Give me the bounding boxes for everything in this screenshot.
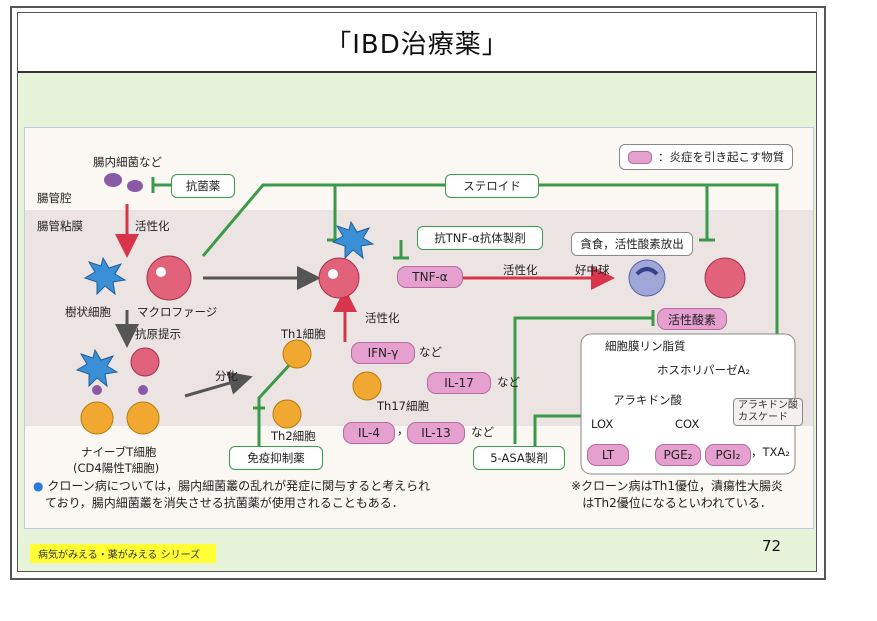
membrane-phospholipid-label: 細胞膜リン脂質 xyxy=(605,339,686,353)
nado-label-3: など xyxy=(471,425,494,439)
antibiotic-box: 抗菌薬 xyxy=(171,174,235,198)
ros-pill: 活性酸素 xyxy=(657,308,727,330)
th1-cell-icon xyxy=(282,339,312,369)
mucosa-label: 腸管粘膜 xyxy=(37,219,83,233)
naive-t-cell-icon xyxy=(80,401,160,435)
th17-label: Th17細胞 xyxy=(377,399,429,413)
bullet-note-line-2: ており，腸内細菌叢を消失させる抗菌薬が使用されることもある． xyxy=(45,496,404,511)
neutrophil-icon xyxy=(628,259,666,297)
cox-label: COX xyxy=(675,417,700,431)
dendritic-cell-label: 樹状細胞 xyxy=(65,305,111,319)
bacteria-label: 腸内細菌など xyxy=(93,155,162,169)
th2-cell-icon xyxy=(272,399,302,429)
th2-label: Th2細胞 xyxy=(271,429,316,443)
dendritic-cell-icon xyxy=(83,256,127,296)
phagocytosis-box: 貪食，活性酸素放出 xyxy=(571,232,693,256)
lt-pill: LT xyxy=(587,444,629,466)
arachidonic-acid-label: アラキドン酸 xyxy=(613,393,682,407)
antigen-presentation-label: 抗原提示 xyxy=(135,327,181,341)
activation-label-1: 活性化 xyxy=(135,219,170,233)
il4-pill: IL-4 xyxy=(343,422,395,444)
activation-label-3: 活性化 xyxy=(503,263,538,277)
bullet-mark: ● xyxy=(33,479,44,493)
macrophage-icon-4 xyxy=(704,257,746,299)
dendritic-cell-icon-3 xyxy=(331,220,375,260)
macrophage-icon xyxy=(146,255,192,301)
lox-label: LOX xyxy=(591,417,614,431)
nado-label-2: など xyxy=(497,375,520,389)
pgi2-pill: PGI₂ xyxy=(705,444,751,466)
differentiation-label: 分化 xyxy=(215,369,238,383)
footnote-line-2: はTh2優位になるといわれている． xyxy=(582,496,772,511)
page-number: 72 xyxy=(762,537,782,555)
footnote-line-1: ※クローン病はTh1優位，潰瘍性大腸炎 xyxy=(571,479,784,493)
activation-label-2: 活性化 xyxy=(365,311,400,325)
series-tag: 病気がみえる・薬がみえる シリーズ xyxy=(30,544,217,563)
immunosuppressant-box: 免疫抑制薬 xyxy=(229,446,323,470)
txa2-label: ，TXA₂ xyxy=(751,445,790,459)
bacteria-icon xyxy=(104,173,143,192)
il13-pill: IL-13 xyxy=(407,422,465,444)
nado-label-1: など xyxy=(419,345,442,359)
ibd-pathway-figure: 腸内細菌など 腸管腔 腸管粘膜 活性化 樹状細胞 マクロファージ 抗原提示 分化… xyxy=(24,127,814,529)
five-asa-box: 5-ASA製剤 xyxy=(473,446,565,470)
lumen-label: 腸管腔 xyxy=(37,191,72,205)
comma-label: ， xyxy=(397,423,409,437)
slide-title: 「IBD治療薬」 xyxy=(325,29,509,60)
bullet-note-line-1: クローン病については，腸内細菌叢の乱れが発症に関与すると考えられ xyxy=(47,479,431,493)
il17-pill: IL-17 xyxy=(427,372,491,394)
tnf-alpha-pill: TNF-α xyxy=(397,266,463,288)
th1-label: Th1細胞 xyxy=(281,327,326,341)
bullet-note: ● クローン病については，腸内細菌叢の乱れが発症に関与すると考えられ ており，腸… xyxy=(33,478,430,513)
cascade-tag: アラキドン酸 カスケード xyxy=(733,398,803,426)
pge2-pill: PGE₂ xyxy=(655,444,701,466)
th17-cell-icon xyxy=(352,371,382,401)
bacteria-icon-2 xyxy=(92,385,148,395)
legend-swatch xyxy=(628,150,652,164)
slide-frame: 「IBD治療薬」 xyxy=(10,6,826,580)
naive-t-cell-label: ナイーブT細胞 xyxy=(81,445,157,459)
activation-arrows xyxy=(115,204,615,342)
title-bar: 「IBD治療薬」 xyxy=(18,13,816,73)
pathway-arrows xyxy=(75,173,796,475)
dendritic-cell-icon-2 xyxy=(75,348,119,388)
legend-label: ：炎症を引き起こす物質 xyxy=(658,150,785,164)
neutrophil-label: 好中球 xyxy=(575,263,610,277)
legend: ：炎症を引き起こす物質 xyxy=(619,144,794,170)
anti-tnf-box: 抗TNF-α抗体製剤 xyxy=(417,226,543,250)
macrophage-label: マクロファージ xyxy=(137,305,218,319)
ifn-gamma-pill: IFN-γ xyxy=(351,342,415,364)
footnote: ※クローン病はTh1優位，潰瘍性大腸炎 はTh2優位になるといわれている． xyxy=(571,478,783,513)
cd4-label: (CD4陽性T細胞) xyxy=(73,461,160,475)
macrophage-icon-3 xyxy=(130,347,160,377)
steroid-box: ステロイド xyxy=(445,174,539,198)
phospholipase-label: ホスホリパーゼA₂ xyxy=(657,363,750,377)
slide: 「IBD治療薬」 xyxy=(17,12,817,572)
macrophage-icon-2 xyxy=(318,257,360,299)
